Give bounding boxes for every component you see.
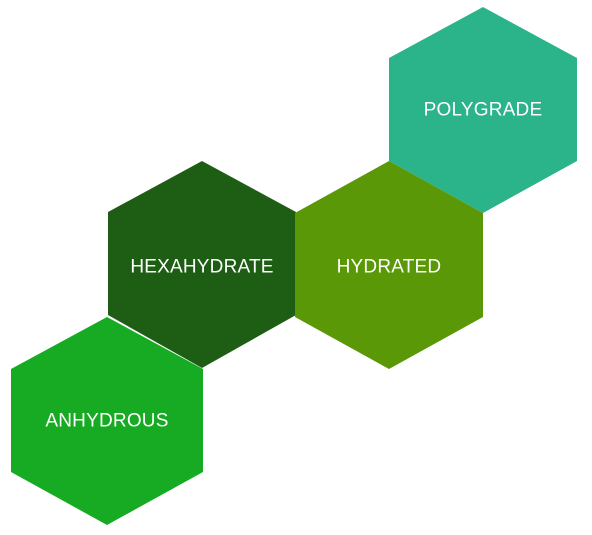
hexagon-anhydrous: ANHYDROUS [11, 317, 203, 525]
hexagon-polygrade-shape [389, 7, 577, 213]
hexagon-hexahydrate: HEXAHYDRATE [108, 161, 296, 368]
hexagon-hexahydrate-shape [108, 161, 296, 368]
hexagon-polygrade-label: POLYGRADE [424, 100, 543, 121]
hexagon-hydrated-shape [295, 161, 483, 369]
hexagon-hexahydrate-label: HEXAHYDRATE [130, 257, 273, 278]
hexagon-polygrade: POLYGRADE [389, 7, 577, 213]
hexagon-anhydrous-label: ANHYDROUS [45, 411, 168, 432]
hexagon-hydrated: HYDRATED [295, 161, 483, 369]
hexagon-hydrated-label: HYDRATED [337, 257, 442, 278]
hexagon-anhydrous-shape [11, 317, 203, 525]
